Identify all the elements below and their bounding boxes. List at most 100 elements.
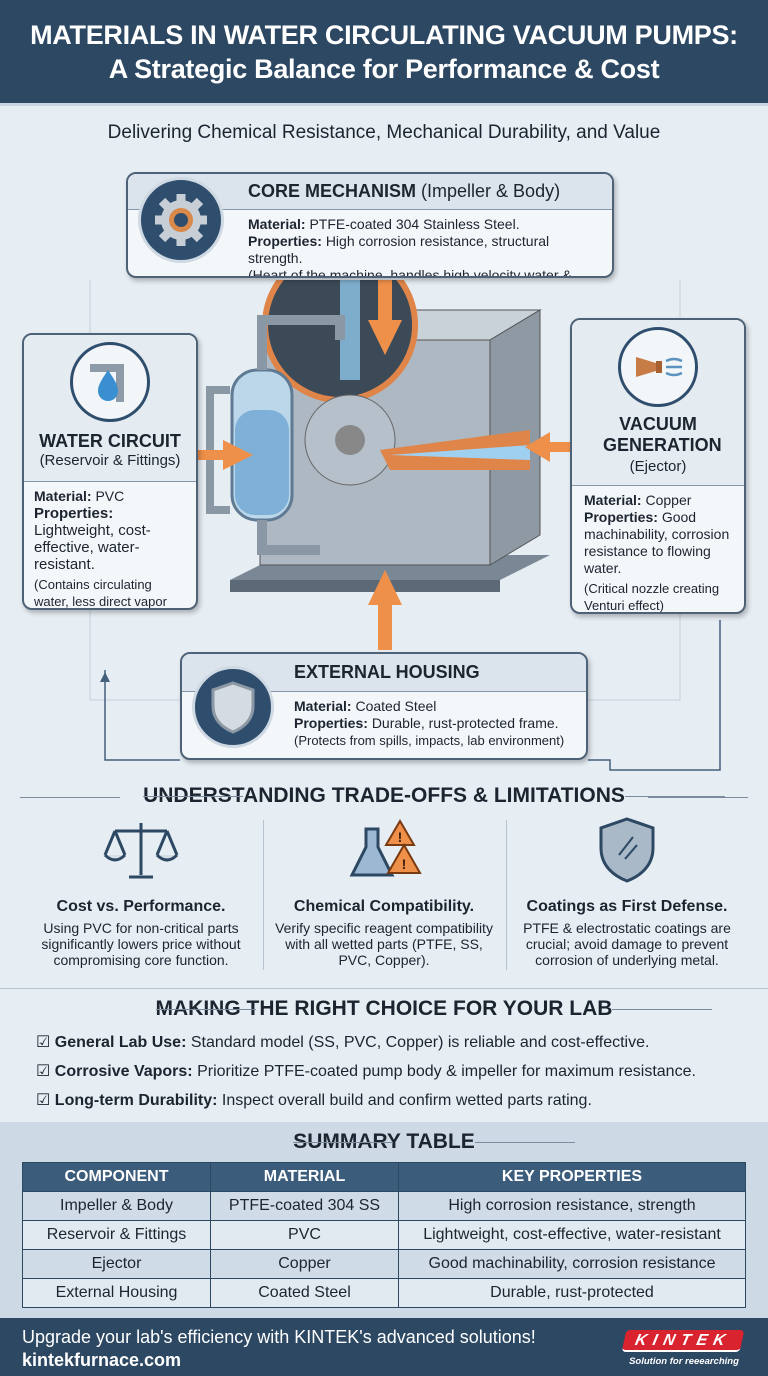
divider bbox=[506, 820, 507, 970]
label: Material: bbox=[248, 216, 306, 232]
card-water-circuit: WATER CIRCUIT(Reservoir & Fittings) Mate… bbox=[22, 333, 198, 610]
cell: PTFE-coated 304 SS bbox=[210, 1191, 399, 1221]
cell: Reservoir & Fittings bbox=[22, 1220, 211, 1250]
cell: Ejector bbox=[22, 1249, 211, 1279]
header-banner: MATERIALS IN WATER CIRCULATING VACUUM PU… bbox=[0, 0, 768, 106]
card-note: (Critical nozzle creating Venturi effect… bbox=[584, 581, 720, 613]
cell: Impeller & Body bbox=[22, 1191, 211, 1221]
card-title: EXTERNAL HOUSING bbox=[294, 662, 480, 682]
tradeoff-text: PTFE & electrostatic coatings are crucia… bbox=[523, 920, 731, 968]
tradeoff-title: Chemical Compatibility. bbox=[293, 898, 475, 915]
tradeoff-chemical: !! Chemical Compatibility. Verify specif… bbox=[269, 815, 499, 968]
check-icon: ☑ bbox=[36, 1034, 51, 1051]
material-value: PTFE-coated 304 Stainless Steel. bbox=[309, 216, 520, 232]
cell: PVC bbox=[210, 1220, 399, 1250]
divider bbox=[20, 797, 120, 798]
summary-heading: SUMMARY TABLE bbox=[0, 1130, 768, 1154]
choice-text: Inspect overall build and confirm wetted… bbox=[221, 1092, 592, 1109]
cell: Lightweight, cost-effective, water-resis… bbox=[398, 1220, 746, 1250]
nozzle-icon bbox=[618, 327, 698, 407]
properties-value: Durable, rust-protected frame. bbox=[371, 715, 559, 731]
label: Properties: bbox=[294, 715, 368, 731]
card-note: (Protects from spills, impacts, lab envi… bbox=[294, 733, 565, 748]
arrow-vacuum bbox=[525, 432, 570, 462]
column-header: MATERIAL bbox=[210, 1162, 399, 1192]
cell: Good machinability, corrosion resistance bbox=[398, 1249, 746, 1279]
flask-warning-icon: !! bbox=[349, 819, 422, 877]
water-drop-pipe-icon bbox=[70, 342, 150, 422]
material-value: Coated Steel bbox=[355, 698, 437, 714]
properties-value: Good machinability, corrosion resistance… bbox=[584, 509, 730, 576]
label: Material: bbox=[34, 488, 92, 504]
svg-text:!: ! bbox=[402, 856, 407, 872]
choice-item: ☑ Long-term Durability: Inspect overall … bbox=[36, 1090, 592, 1110]
properties-value: High corrosion resistance, structural st… bbox=[248, 233, 550, 266]
tradeoff-title: Cost vs. Performance. bbox=[56, 898, 226, 915]
tradeoff-text: Using PVC for non-critical parts signifi… bbox=[41, 920, 241, 968]
subtitle: Delivering Chemical Resistance, Mechanic… bbox=[107, 122, 661, 143]
properties-value: Lightweight, cost-effective, water-resis… bbox=[34, 522, 151, 573]
material-value: Copper bbox=[645, 492, 692, 508]
card-subtitle: (Ejector) bbox=[629, 458, 687, 475]
logo-tagline: Solution for reeearching bbox=[629, 1356, 739, 1367]
choice-label: Corrosive Vapors: bbox=[54, 1063, 193, 1080]
title-line-2: A Strategic Balance for Performance & Co… bbox=[108, 54, 660, 84]
choice-item: ☑ General Lab Use: Standard model (SS, P… bbox=[36, 1032, 649, 1052]
tradeoffs-heading: UNDERSTANDING TRADE-OFFS & LIMITATIONS bbox=[0, 784, 768, 808]
choice-heading: MAKING THE RIGHT CHOICE FOR YOUR LAB bbox=[0, 997, 768, 1021]
choice-text: Standard model (SS, PVC, Copper) is reli… bbox=[190, 1034, 650, 1051]
tradeoff-text: Verify specific reagent compatibility wi… bbox=[275, 920, 493, 968]
label: Properties: bbox=[248, 233, 322, 249]
label: Material: bbox=[294, 698, 352, 714]
arrow-water bbox=[198, 440, 253, 470]
title-line-1: MATERIALS IN WATER CIRCULATING VACUUM PU… bbox=[30, 20, 738, 50]
footer-url[interactable]: kintekfurnace.com bbox=[22, 1350, 182, 1370]
divider bbox=[0, 988, 768, 989]
check-icon: ☑ bbox=[36, 1092, 51, 1109]
tradeoff-coatings: Coatings as First Defense. PTFE & electr… bbox=[512, 815, 742, 968]
balance-scale-icon bbox=[103, 823, 179, 879]
arrow-housing bbox=[368, 570, 402, 650]
label: Material: bbox=[584, 492, 642, 508]
cell: External Housing bbox=[22, 1278, 211, 1308]
choice-item: ☑ Corrosive Vapors: Prioritize PTFE-coat… bbox=[36, 1061, 696, 1081]
cell: Coated Steel bbox=[210, 1278, 399, 1308]
material-value: PVC bbox=[95, 488, 125, 504]
divider bbox=[263, 820, 264, 970]
check-icon: ☑ bbox=[36, 1063, 51, 1080]
label: Properties: bbox=[584, 509, 658, 525]
shield-icon bbox=[192, 666, 274, 748]
card-title: WATER CIRCUIT bbox=[39, 431, 181, 451]
column-header: KEY PROPERTIES bbox=[398, 1162, 746, 1192]
card-title: VACUUM GENERATION bbox=[603, 414, 722, 455]
shield-icon bbox=[599, 817, 655, 883]
cell: Copper bbox=[210, 1249, 399, 1279]
orange-arrows bbox=[198, 280, 570, 650]
card-title: CORE MECHANISM bbox=[248, 181, 417, 201]
choice-label: Long-term Durability: bbox=[54, 1092, 218, 1109]
card-subtitle: (Reservoir & Fittings) bbox=[39, 452, 181, 469]
arrow-core bbox=[368, 280, 402, 355]
card-note: (Heart of the machine, handles high velo… bbox=[248, 267, 572, 278]
card-note: (Contains circulating water, less direct… bbox=[34, 577, 167, 609]
pump-illustration bbox=[206, 280, 550, 592]
column-header: COMPONENT bbox=[22, 1162, 211, 1192]
svg-text:!: ! bbox=[398, 829, 403, 845]
cell: Durable, rust-protected bbox=[398, 1278, 746, 1308]
flow-arrow-left bbox=[104, 670, 180, 761]
divider bbox=[648, 797, 748, 798]
label: Properties: bbox=[34, 505, 114, 522]
kintek-logo: KINTEK bbox=[621, 1330, 745, 1352]
footer: Upgrade your lab's efficiency with KINTE… bbox=[0, 1318, 768, 1376]
tradeoff-title: Coatings as First Defense. bbox=[526, 898, 728, 915]
gear-icon bbox=[138, 177, 224, 263]
choice-text: Prioritize PTFE-coated pump body & impel… bbox=[197, 1063, 696, 1080]
flow-arrow-right bbox=[588, 620, 721, 771]
tradeoff-cost: Cost vs. Performance. Using PVC for non-… bbox=[26, 815, 256, 968]
